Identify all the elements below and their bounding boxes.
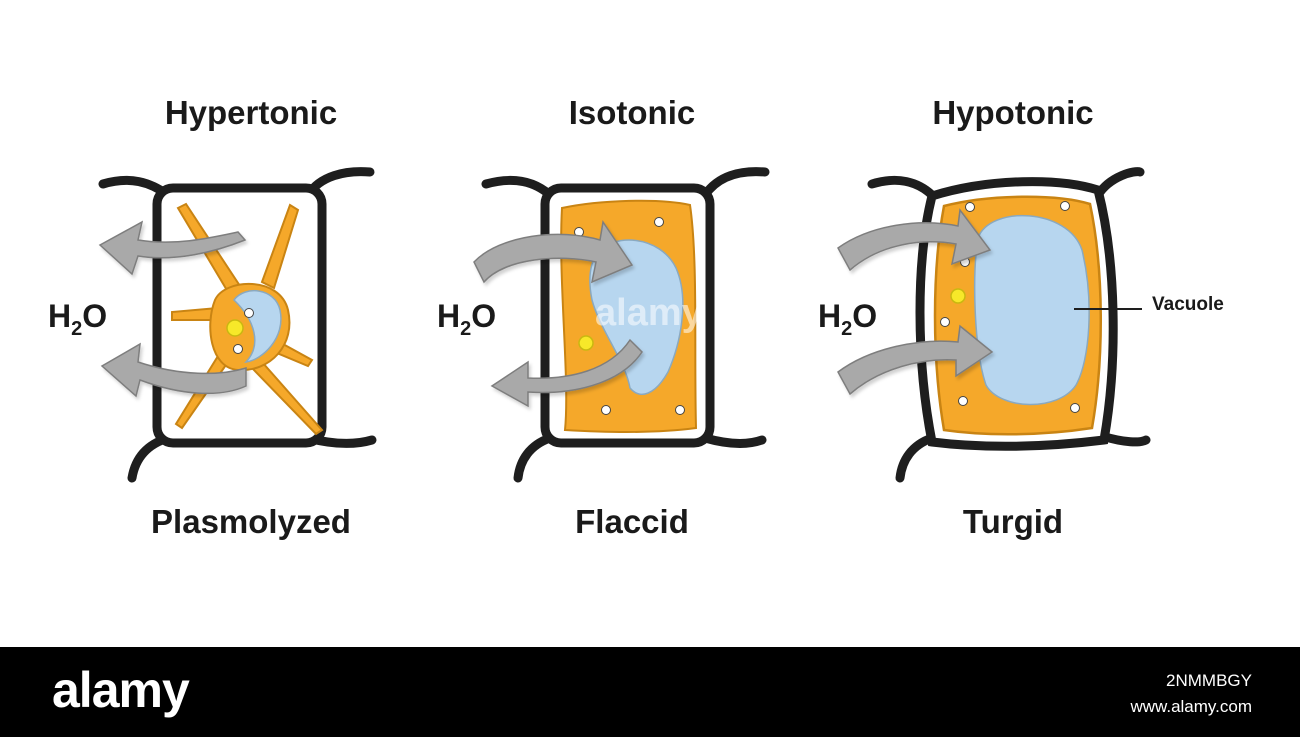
organelle: [676, 406, 685, 415]
water-label: H2O: [48, 298, 107, 341]
nucleus: [227, 320, 243, 336]
cell-wall-curve: [518, 438, 550, 478]
cell-state-flaccid: Flaccid: [482, 503, 782, 541]
organelle: [1071, 404, 1080, 413]
water-label: H2O: [818, 298, 877, 341]
organelle: [1061, 202, 1070, 211]
water-label: H2O: [437, 298, 496, 341]
cell-state-plasmolyzed: Plasmolyzed: [101, 503, 401, 541]
organelle: [959, 397, 968, 406]
cell-wall-curve: [872, 180, 932, 195]
organelle: [234, 345, 243, 354]
cell-wall-curve: [1098, 172, 1140, 195]
vacuole: [975, 216, 1089, 405]
turgid-cell: [838, 172, 1146, 478]
panel-title-hypotonic: Hypotonic: [863, 94, 1163, 132]
nucleus: [951, 289, 965, 303]
plasmolyzed-cell: [100, 172, 372, 478]
vacuole-label: Vacuole: [1152, 294, 1224, 316]
cell-osmosis-diagram: Hypertonic Isotonic Hypotonic H2O H2O H2…: [0, 0, 1300, 647]
organelle: [655, 218, 664, 227]
image-id: 2NMMBGY: [1166, 671, 1252, 691]
site-url[interactable]: www.alamy.com: [1130, 697, 1252, 717]
organelle: [602, 406, 611, 415]
cell-wall-curve: [705, 172, 765, 195]
cell-wall-curve: [900, 438, 932, 478]
cell-state-turgid: Turgid: [863, 503, 1163, 541]
alamy-logo[interactable]: alamy: [52, 661, 189, 719]
watermark: alamy: [595, 292, 703, 335]
organelle: [941, 318, 950, 327]
panel-title-isotonic: Isotonic: [482, 94, 782, 132]
nucleus: [579, 336, 593, 350]
panel-title-hypertonic: Hypertonic: [101, 94, 401, 132]
organelle: [966, 203, 975, 212]
cell-wall-curve: [486, 180, 550, 195]
cell-wall-curve: [705, 438, 762, 444]
organelle: [245, 309, 254, 318]
stock-footer-bar: alamy 2NMMBGY www.alamy.com: [0, 647, 1300, 737]
